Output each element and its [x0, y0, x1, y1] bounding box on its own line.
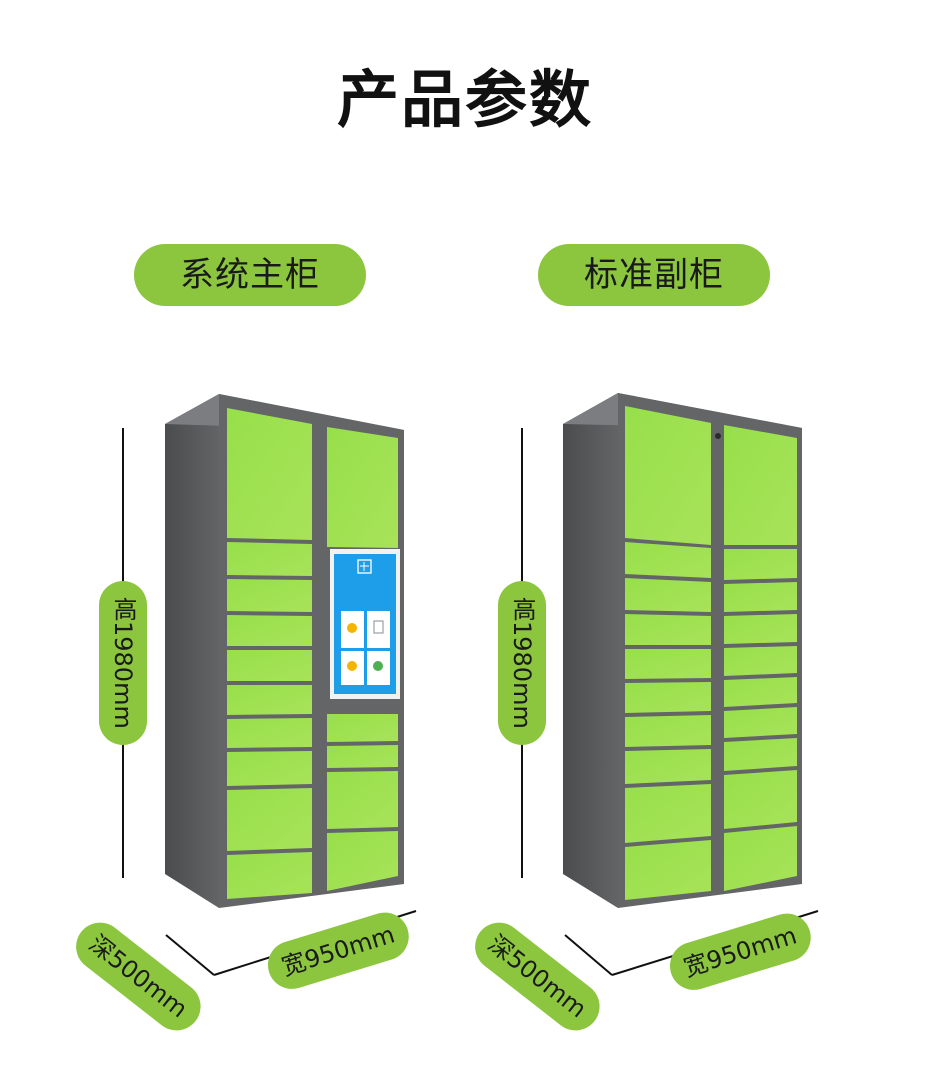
- height-text-secondary: 高1980mm: [508, 597, 536, 729]
- main-cabinet: [122, 394, 417, 976]
- depth-dimension-line: [165, 934, 215, 976]
- main-cabinet-right-compartments: [327, 427, 398, 891]
- coin-icon: [347, 661, 357, 671]
- phone-icon: [373, 620, 384, 634]
- secondary-cabinet-right-compartments: [724, 425, 797, 891]
- height-tag-secondary: 高1980mm: [498, 581, 546, 745]
- main-cabinet-label: 系统主柜: [134, 244, 366, 306]
- cabinet-side-panel: [165, 394, 219, 908]
- lock-icon: [715, 433, 721, 439]
- height-text-main: 高1980mm: [109, 597, 137, 729]
- touch-screen: [330, 549, 400, 699]
- parcel-icon: [347, 623, 357, 633]
- page-title: 产品参数: [336, 63, 593, 136]
- secondary-cabinet-label: 标准副柜: [538, 244, 770, 306]
- height-tag-main: 高1980mm: [99, 581, 147, 745]
- depth-dimension-line-right: [564, 934, 613, 976]
- secondary-cabinet: [521, 393, 819, 976]
- refresh-icon: [373, 661, 383, 671]
- secondary-cabinet-left-compartments: [625, 406, 711, 900]
- screen-tile-2: [367, 611, 390, 648]
- main-cabinet-left-compartments: [227, 408, 312, 899]
- qr-code-icon: [357, 559, 372, 574]
